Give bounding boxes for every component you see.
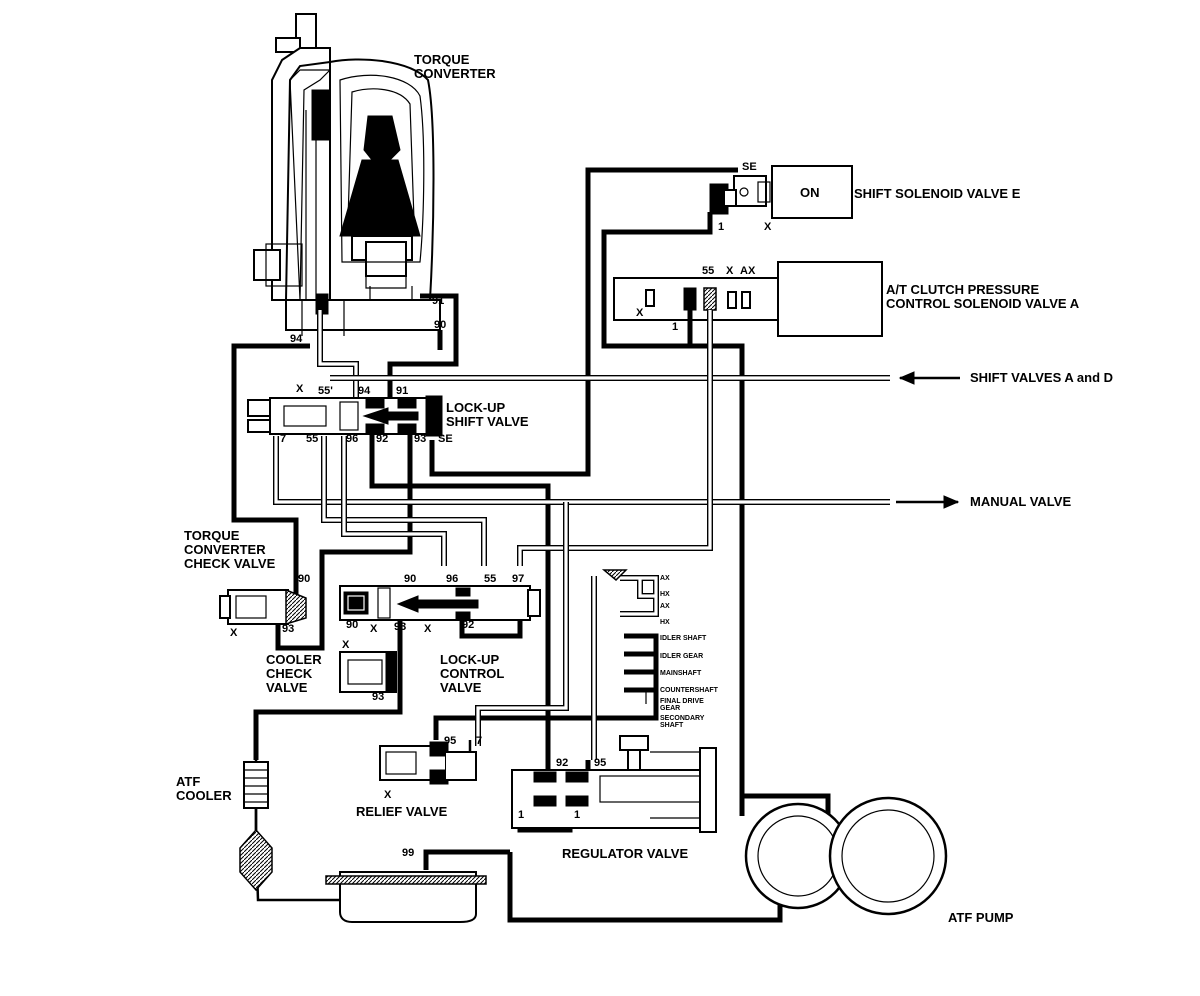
hydraulic-lines xyxy=(231,167,890,923)
lube-ax-2: AX xyxy=(660,603,670,610)
atf-cooler-label-1: ATF xyxy=(176,774,200,789)
shift-solenoid-e-label: SHIFT SOLENOID VALVE E xyxy=(854,186,1021,201)
port-1-solenoid-e: 1 xyxy=(718,221,724,233)
port-se-lockup-shift: SE xyxy=(438,433,453,445)
lockup-shift-label-2: SHIFT VALVE xyxy=(446,414,529,429)
port-se-solenoid: SE xyxy=(742,161,757,173)
regulator-valve xyxy=(511,735,717,833)
at-clutch-label-2: CONTROL SOLENOID VALVE A xyxy=(886,296,1080,311)
atf-pump-label: ATF PUMP xyxy=(948,910,1014,925)
torque-converter-label-2: CONVERTER xyxy=(414,66,496,81)
port-x-lockup-control: X xyxy=(370,623,378,635)
port-93-tc-check: 93 xyxy=(282,623,294,635)
cooler-check-valve xyxy=(339,651,397,693)
regulator-valve-label: REGULATOR VALVE xyxy=(562,846,688,861)
port-1-regulator-a: 1 xyxy=(518,809,524,821)
port-94-lockup-shift: 94 xyxy=(358,385,371,397)
port-x-lockup-shift: X xyxy=(296,383,304,395)
lube-mainshaft: MAINSHAFT xyxy=(660,670,702,677)
port-99-pan: 99 xyxy=(402,847,414,859)
lube-idler-shaft: IDLER SHAFT xyxy=(660,635,707,642)
atf-cooler xyxy=(239,761,273,892)
port-1-solenoid-a: 1 xyxy=(672,321,678,333)
port-90-lockup-control: 90 xyxy=(404,573,416,585)
lube-hx-2: HX xyxy=(660,619,670,626)
torque-converter-label-1: TORQUE xyxy=(414,52,470,67)
shift-solenoid-valve-e xyxy=(709,165,853,219)
manual-valve-label: MANUAL VALVE xyxy=(970,494,1071,509)
lube-countershaft: COUNTERSHAFT xyxy=(660,687,719,694)
torque-converter-check-valve xyxy=(219,588,307,626)
cooler-check-label-2: CHECK xyxy=(266,666,313,681)
arrow-left-icon xyxy=(898,371,960,385)
lockup-shift-label-1: LOCK-UP xyxy=(446,400,506,415)
port-92-lockup-shift: 92 xyxy=(376,433,388,445)
arrow-right-icon xyxy=(896,495,960,509)
port-96-lockup-shift: 96 xyxy=(346,433,358,445)
lube-idler-gear: IDLER GEAR xyxy=(660,653,703,660)
lube-hx-1: HX xyxy=(660,591,670,598)
port-7-lockup-shift: 7 xyxy=(280,433,286,445)
port-95-regulator: 95 xyxy=(594,757,606,769)
at-clutch-label-1: A/T CLUTCH PRESSURE xyxy=(886,282,1039,297)
port-x-lockup-control-b: X xyxy=(424,623,432,635)
lockup-control-label-3: VALVE xyxy=(440,680,482,695)
port-x-solenoid-a: X xyxy=(726,265,734,277)
relief-valve xyxy=(379,741,477,785)
port-7-relief: 7 xyxy=(476,735,482,747)
port-90-lockup-control-b: 90 xyxy=(346,619,358,631)
port-92-lockup-control: 92 xyxy=(462,619,474,631)
shift-valves-label: SHIFT VALVES A and D xyxy=(970,370,1113,385)
port-55p-lockup-shift: 55' xyxy=(318,385,333,397)
port-90-converter: 90 xyxy=(434,319,446,331)
lube-final-drive-1: FINAL DRIVE xyxy=(660,698,704,705)
port-55-lockup-shift: 55 xyxy=(306,433,318,445)
port-97-lockup-control: 97 xyxy=(512,573,524,585)
solenoid-state: ON xyxy=(800,185,820,200)
port-96-lockup-control: 96 xyxy=(446,573,458,585)
lube-ax-1: AX xyxy=(660,575,670,582)
lockup-control-valve xyxy=(339,585,541,621)
port-x-relief: X xyxy=(384,789,392,801)
port-93-lockup-shift: 93 xyxy=(414,433,426,445)
cooler-check-label-1: COOLER xyxy=(266,652,322,667)
port-x-solenoid-e: X xyxy=(764,221,772,233)
lube-secondary-1: SECONDARY xyxy=(660,715,705,722)
cooler-check-label-3: VALVE xyxy=(266,680,308,695)
port-93-lockup-control: 93 xyxy=(394,621,406,633)
at-clutch-pressure-solenoid-a xyxy=(613,261,883,337)
lube-final-drive-2: GEAR xyxy=(660,705,680,712)
port-ax-solenoid-a: AX xyxy=(740,265,756,277)
port-55-lockup-control: 55 xyxy=(484,573,496,585)
lube-secondary-2: SHAFT xyxy=(660,722,684,729)
tc-check-label-3: CHECK VALVE xyxy=(184,556,276,571)
port-90-tc-check: 90 xyxy=(298,573,310,585)
tc-check-label-1: TORQUE xyxy=(184,528,240,543)
port-95-relief: 95 xyxy=(444,735,456,747)
atf-pump xyxy=(744,796,948,916)
port-x-cooler-check: X xyxy=(342,639,350,651)
port-55-solenoid-a: 55 xyxy=(702,265,714,277)
port-91-lockup-shift: 91 xyxy=(396,385,408,397)
port-x-solenoid-a-left: X xyxy=(636,307,644,319)
port-92-regulator: 92 xyxy=(556,757,568,769)
port-94-converter: 94 xyxy=(290,333,303,345)
lockup-control-label-2: CONTROL xyxy=(440,666,504,681)
port-91-converter: 91 xyxy=(432,295,444,307)
atf-strainer-pan xyxy=(325,871,487,923)
tc-check-label-2: CONVERTER xyxy=(184,542,266,557)
relief-valve-label: RELIEF VALVE xyxy=(356,804,448,819)
lockup-shift-valve xyxy=(247,395,443,437)
torque-converter xyxy=(253,13,441,336)
lube-points: AX HX AX HX IDLER SHAFT IDLER GEAR MAINS… xyxy=(601,569,719,729)
port-1-regulator-b: 1 xyxy=(574,809,580,821)
port-93-cooler-check: 93 xyxy=(372,691,384,703)
port-x-tc-check: X xyxy=(230,627,238,639)
lockup-control-label-1: LOCK-UP xyxy=(440,652,500,667)
atf-cooler-label-2: COOLER xyxy=(176,788,232,803)
